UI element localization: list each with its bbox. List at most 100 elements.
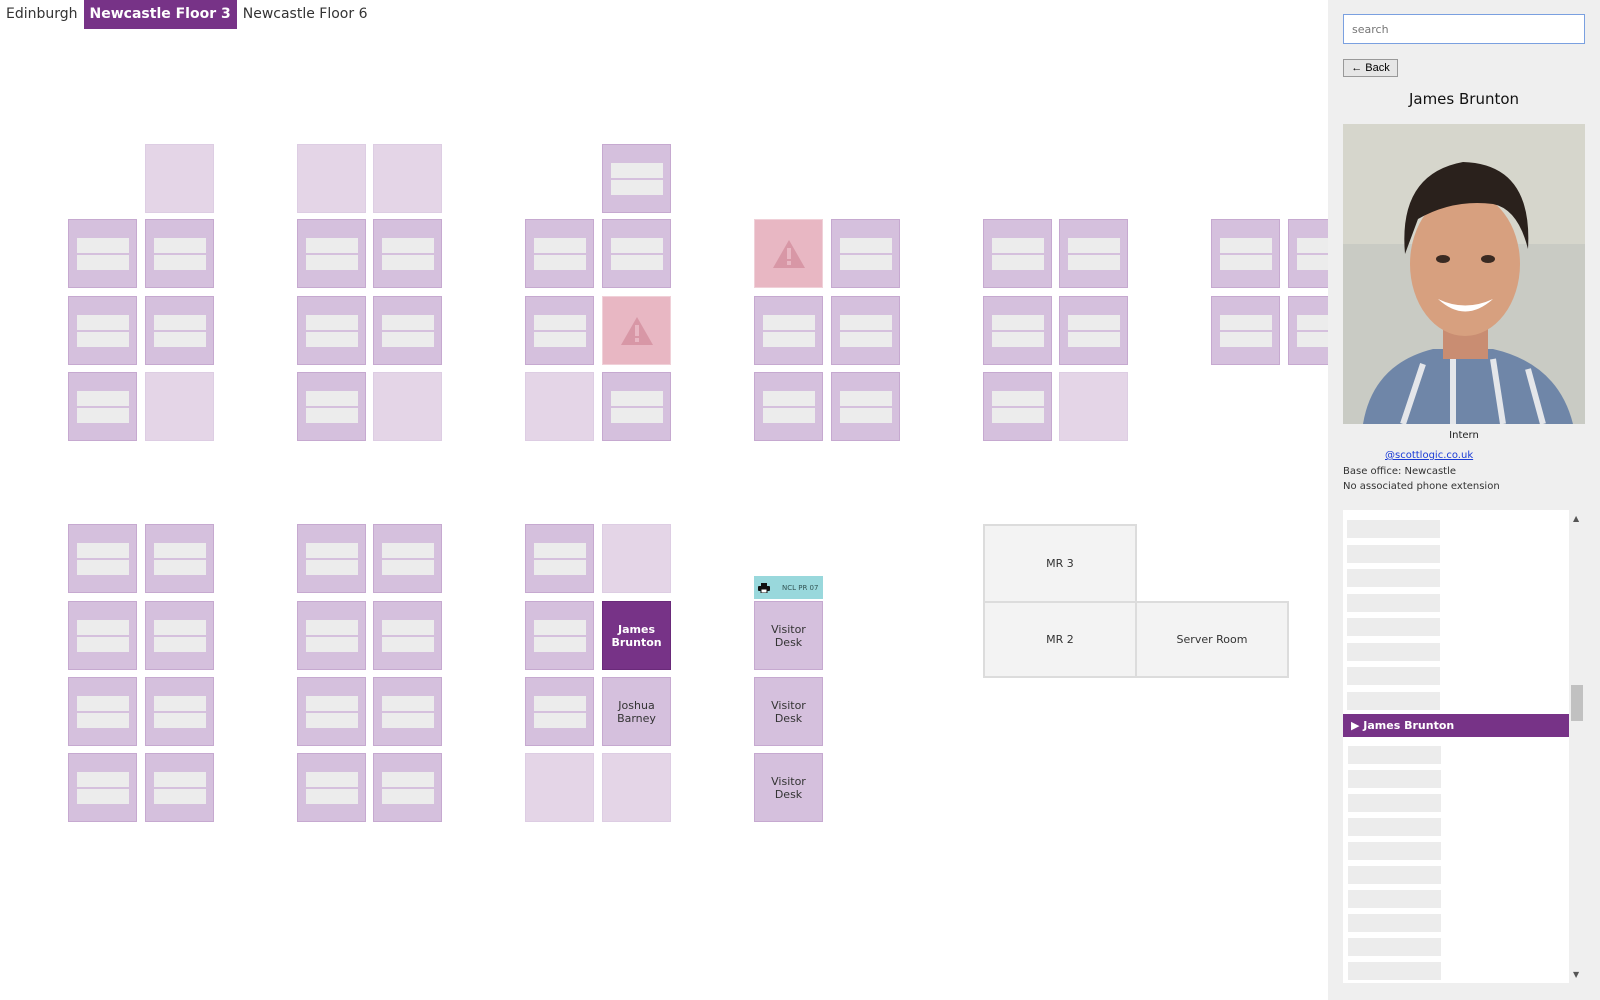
- tab-edinburgh[interactable]: Edinburgh: [6, 6, 78, 22]
- printer-ncl-pr-07[interactable]: NCL PR 07: [754, 576, 823, 599]
- desk-occupied[interactable]: [297, 677, 366, 746]
- desk-empty[interactable]: [373, 144, 442, 213]
- desk-occupied[interactable]: [525, 296, 594, 365]
- desk-occupied[interactable]: [373, 524, 442, 593]
- desk-occupied[interactable]: [68, 372, 137, 441]
- list-item[interactable]: [1348, 746, 1441, 764]
- list-item[interactable]: [1348, 962, 1441, 980]
- room-mr3[interactable]: MR 3: [983, 524, 1137, 603]
- desk-occupied[interactable]: [68, 219, 137, 288]
- desk-occupied[interactable]: [1211, 219, 1280, 288]
- room-server[interactable]: Server Room: [1135, 601, 1289, 678]
- desk-occupied[interactable]: [297, 524, 366, 593]
- desk-occupied[interactable]: [297, 296, 366, 365]
- desk-occupied[interactable]: [525, 601, 594, 670]
- desk-occupied[interactable]: [297, 601, 366, 670]
- list-item[interactable]: [1347, 520, 1440, 538]
- people-list-scrollbar[interactable]: ▲ ▼: [1569, 510, 1585, 983]
- desk-empty[interactable]: [525, 372, 594, 441]
- desk-occupied[interactable]: [145, 296, 214, 365]
- desk-empty[interactable]: [145, 144, 214, 213]
- room-mr2[interactable]: MR 2: [983, 601, 1137, 678]
- desk-visitor[interactable]: Visitor Desk: [754, 677, 823, 746]
- desk-occupied[interactable]: [297, 372, 366, 441]
- desk-occupied[interactable]: [68, 524, 137, 593]
- list-item[interactable]: [1348, 794, 1441, 812]
- search-input[interactable]: [1343, 14, 1585, 44]
- desk-empty[interactable]: [525, 753, 594, 822]
- desk-occupied[interactable]: [1211, 296, 1280, 365]
- desk-empty[interactable]: [297, 144, 366, 213]
- list-item[interactable]: [1348, 914, 1441, 932]
- list-item[interactable]: [1347, 593, 1440, 612]
- desk-occupied[interactable]: [602, 144, 671, 213]
- desk-empty[interactable]: [602, 753, 671, 822]
- desk-occupied[interactable]: [602, 372, 671, 441]
- desk-occupied[interactable]: [373, 601, 442, 670]
- desk-occupied[interactable]: [68, 296, 137, 365]
- desk-occupied[interactable]: [373, 753, 442, 822]
- desk-occupied[interactable]: [68, 677, 137, 746]
- desk-warning[interactable]: [602, 296, 671, 365]
- tab-newcastle-floor-3[interactable]: Newcastle Floor 3: [83, 0, 237, 29]
- desk-occupied[interactable]: [602, 219, 671, 288]
- warning-icon: [620, 316, 653, 345]
- desk-occupied[interactable]: [68, 601, 137, 670]
- desk-occupied[interactable]: [373, 296, 442, 365]
- list-item[interactable]: [1347, 544, 1440, 563]
- scroll-down-icon[interactable]: ▼: [1573, 970, 1580, 979]
- list-item[interactable]: [1347, 642, 1440, 661]
- desk-occupied[interactable]: [525, 524, 594, 593]
- desk-occupied[interactable]: [831, 372, 900, 441]
- redacted-name: [76, 313, 129, 349]
- list-item[interactable]: [1348, 890, 1441, 908]
- desk-occupied[interactable]: [831, 219, 900, 288]
- tab-newcastle-floor-6[interactable]: Newcastle Floor 6: [242, 6, 368, 22]
- desk-occupied[interactable]: [297, 753, 366, 822]
- list-item[interactable]: [1347, 667, 1440, 685]
- desk-visitor[interactable]: Visitor Desk: [754, 753, 823, 822]
- desk-occupied[interactable]: [145, 601, 214, 670]
- scrollbar-thumb[interactable]: [1571, 685, 1583, 721]
- room-label: MR 3: [1046, 557, 1074, 570]
- list-item[interactable]: [1347, 691, 1440, 710]
- desk-empty[interactable]: [145, 372, 214, 441]
- desk-occupied[interactable]: [145, 524, 214, 593]
- desk-occupied[interactable]: [525, 677, 594, 746]
- desk-occupied[interactable]: [983, 372, 1052, 441]
- desk-occupied[interactable]: [983, 296, 1052, 365]
- list-item[interactable]: [1348, 842, 1441, 860]
- desk-occupied[interactable]: [754, 372, 823, 441]
- desk-occupied[interactable]: [145, 753, 214, 822]
- desk-warning[interactable]: [754, 219, 823, 288]
- desk-occupied[interactable]: [68, 753, 137, 822]
- desk-selected[interactable]: James Brunton: [602, 601, 671, 670]
- desk-named[interactable]: Joshua Barney: [602, 677, 671, 746]
- scroll-up-icon[interactable]: ▲: [1573, 514, 1580, 523]
- desk-occupied[interactable]: [754, 296, 823, 365]
- desk-occupied[interactable]: [525, 219, 594, 288]
- desk-empty[interactable]: [373, 372, 442, 441]
- desk-occupied[interactable]: [1059, 296, 1128, 365]
- desk-occupied[interactable]: [831, 296, 900, 365]
- desk-occupied[interactable]: [1059, 219, 1128, 288]
- list-item[interactable]: [1347, 569, 1440, 587]
- desk-occupied[interactable]: [145, 219, 214, 288]
- desk-empty[interactable]: [602, 524, 671, 593]
- list-item-selected[interactable]: ▶ James Brunton: [1343, 714, 1569, 737]
- desk-occupied[interactable]: [145, 677, 214, 746]
- list-item[interactable]: [1348, 818, 1441, 836]
- desk-empty[interactable]: [1059, 372, 1128, 441]
- desk-occupied[interactable]: [297, 219, 366, 288]
- desk-occupied[interactable]: [373, 677, 442, 746]
- list-item[interactable]: [1347, 618, 1440, 636]
- list-item[interactable]: [1348, 866, 1441, 884]
- list-item[interactable]: [1348, 770, 1441, 788]
- warning-icon: [772, 239, 805, 268]
- desk-occupied[interactable]: [373, 219, 442, 288]
- desk-visitor[interactable]: Visitor Desk: [754, 601, 823, 670]
- desk-occupied[interactable]: [983, 219, 1052, 288]
- back-button[interactable]: ← Back: [1343, 59, 1398, 77]
- list-item[interactable]: [1348, 938, 1441, 956]
- person-email-link[interactable]: @scottlogic.co.uk: [1385, 450, 1474, 461]
